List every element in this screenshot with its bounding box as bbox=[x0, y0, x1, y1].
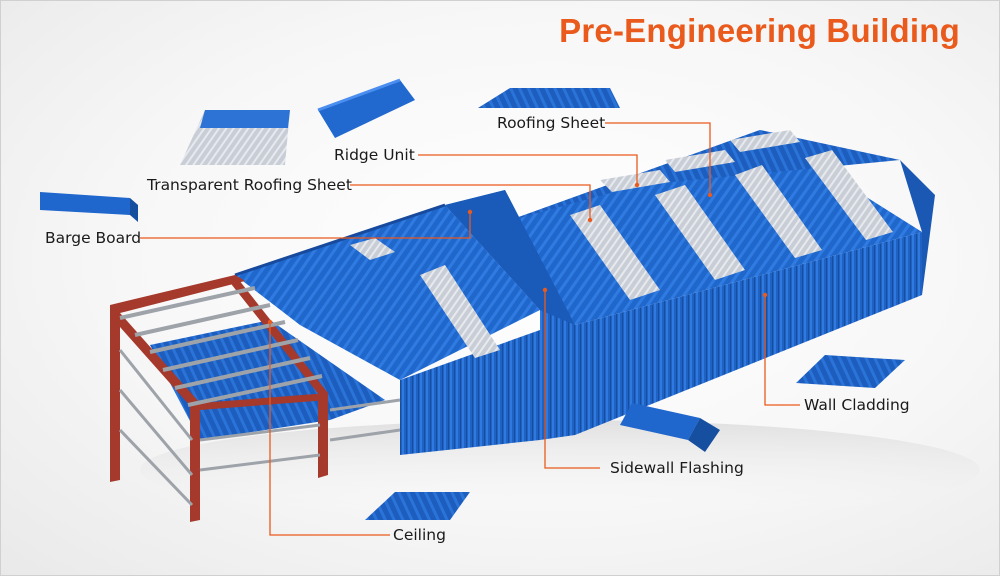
leader-wall-cladding bbox=[764, 295, 800, 406]
front-roof bbox=[234, 203, 540, 380]
roofing-sheet-swatch bbox=[478, 88, 620, 108]
barge-board-swatch bbox=[40, 192, 138, 222]
label-transparent-roofing-sheet: Transparent Roofing Sheet bbox=[147, 176, 352, 194]
label-barge-board: Barge Board bbox=[45, 229, 142, 247]
leader-lines bbox=[140, 122, 800, 536]
label-sidewall-flashing: Sidewall Flashing bbox=[610, 459, 744, 477]
label-ceiling: Ceiling bbox=[393, 526, 446, 544]
diagram-title: Pre-Engineering Building bbox=[559, 12, 960, 49]
leader-transparent-roofing-sheet bbox=[350, 184, 591, 220]
ground-shadow bbox=[140, 420, 980, 520]
leader-dots bbox=[267, 182, 768, 325]
middle-annex bbox=[400, 190, 575, 455]
ceiling-swatch bbox=[365, 492, 470, 520]
label-ridge-unit: Ridge Unit bbox=[334, 146, 415, 164]
main-building bbox=[505, 130, 935, 435]
leader-ceiling bbox=[269, 322, 390, 536]
leader-sidewall-flashing bbox=[544, 290, 600, 469]
ridge-unit-swatch bbox=[317, 78, 415, 138]
label-wall-cladding: Wall Cladding bbox=[804, 396, 910, 414]
steel-frame bbox=[110, 275, 401, 522]
leader-roofing-sheet bbox=[605, 122, 711, 195]
transparent-roofing-sheet-swatch bbox=[180, 110, 290, 165]
leader-ridge-unit bbox=[418, 154, 638, 185]
wall-cladding-swatch bbox=[796, 355, 905, 388]
label-roofing-sheet: Roofing Sheet bbox=[497, 114, 606, 132]
sidewall-flashing-swatch bbox=[620, 403, 720, 452]
leader-barge-board bbox=[140, 212, 471, 239]
